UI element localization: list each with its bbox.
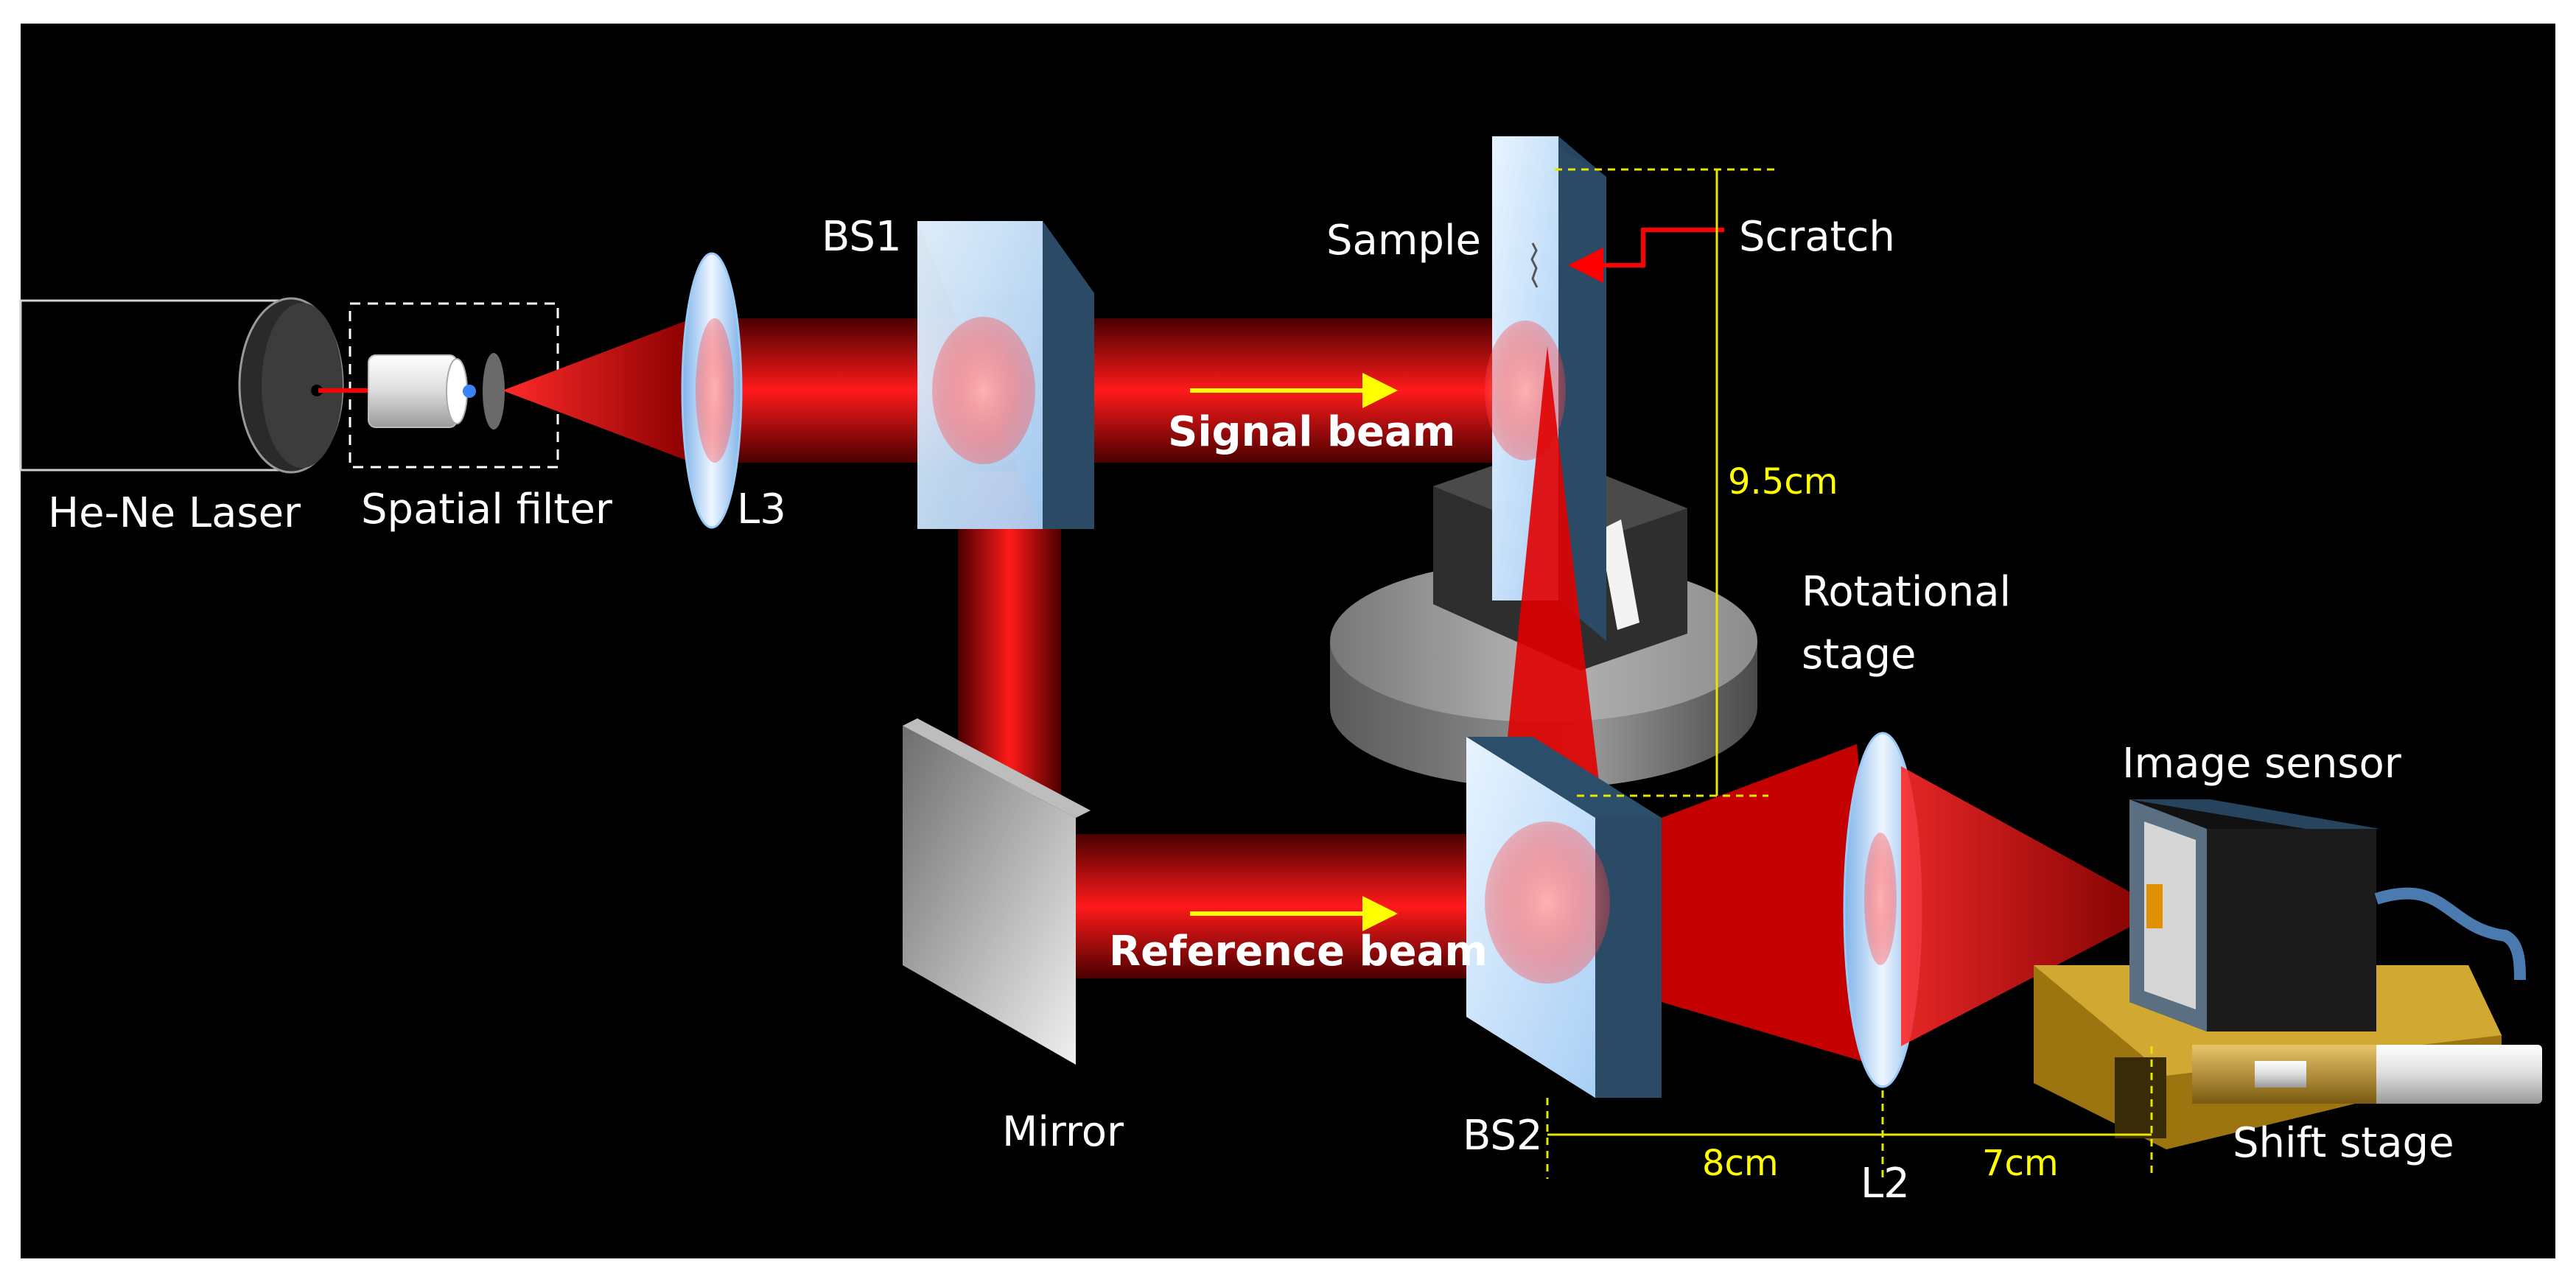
label-l2-to-sensor: 7cm	[1982, 1143, 2059, 1184]
image-sensor	[2129, 799, 2526, 1031]
mirror	[903, 718, 1091, 1065]
lens-l3-spot	[696, 318, 734, 463]
label-bs2-to-l2: 8cm	[1702, 1143, 1779, 1184]
label-bs1: BS1	[822, 213, 902, 261]
label-laser: He-Ne Laser	[48, 489, 301, 537]
scratch-mark	[1530, 242, 1539, 288]
lens-l2-spot	[1864, 833, 1897, 965]
he-ne-laser	[19, 297, 344, 474]
label-sample: Sample	[1326, 217, 1481, 265]
label-reference-beam: Reference beam	[1109, 928, 1488, 975]
label-bs2: BS2	[1463, 1112, 1543, 1160]
label-spatial-filter: Spatial filter	[361, 486, 613, 533]
sensor-cable	[2374, 887, 2526, 981]
scratch-pointer	[1568, 228, 1724, 283]
signal-beam-path	[693, 318, 1577, 463]
label-l3: L3	[737, 486, 786, 533]
diffracted-beam	[1503, 346, 1599, 781]
bottom-distance-dimension	[1546, 1046, 2153, 1179]
label-scratch: Scratch	[1739, 213, 1895, 261]
combined-beam-path	[1662, 744, 1886, 1068]
label-rotational-stage-2: stage	[1802, 631, 1916, 679]
label-image-sensor: Image sensor	[2122, 740, 2402, 788]
label-rotational-stage-1: Rotational	[1802, 568, 2011, 616]
label-mirror: Mirror	[1002, 1108, 1124, 1156]
beam-splitter-bs1	[917, 221, 1094, 529]
reference-beam-path	[1076, 834, 1496, 978]
sample-height-dimension	[1555, 168, 1776, 797]
beam-splitter-bs2	[1466, 737, 1662, 1098]
label-l2: L2	[1861, 1160, 1910, 1208]
label-shift-stage: Shift stage	[2233, 1119, 2454, 1167]
label-signal-beam: Signal beam	[1168, 408, 1455, 456]
spatial-filter	[318, 302, 559, 469]
diverging-beam	[503, 318, 693, 463]
label-sample-height: 9.5cm	[1728, 461, 1838, 502]
converging-beam	[1901, 766, 2163, 1046]
